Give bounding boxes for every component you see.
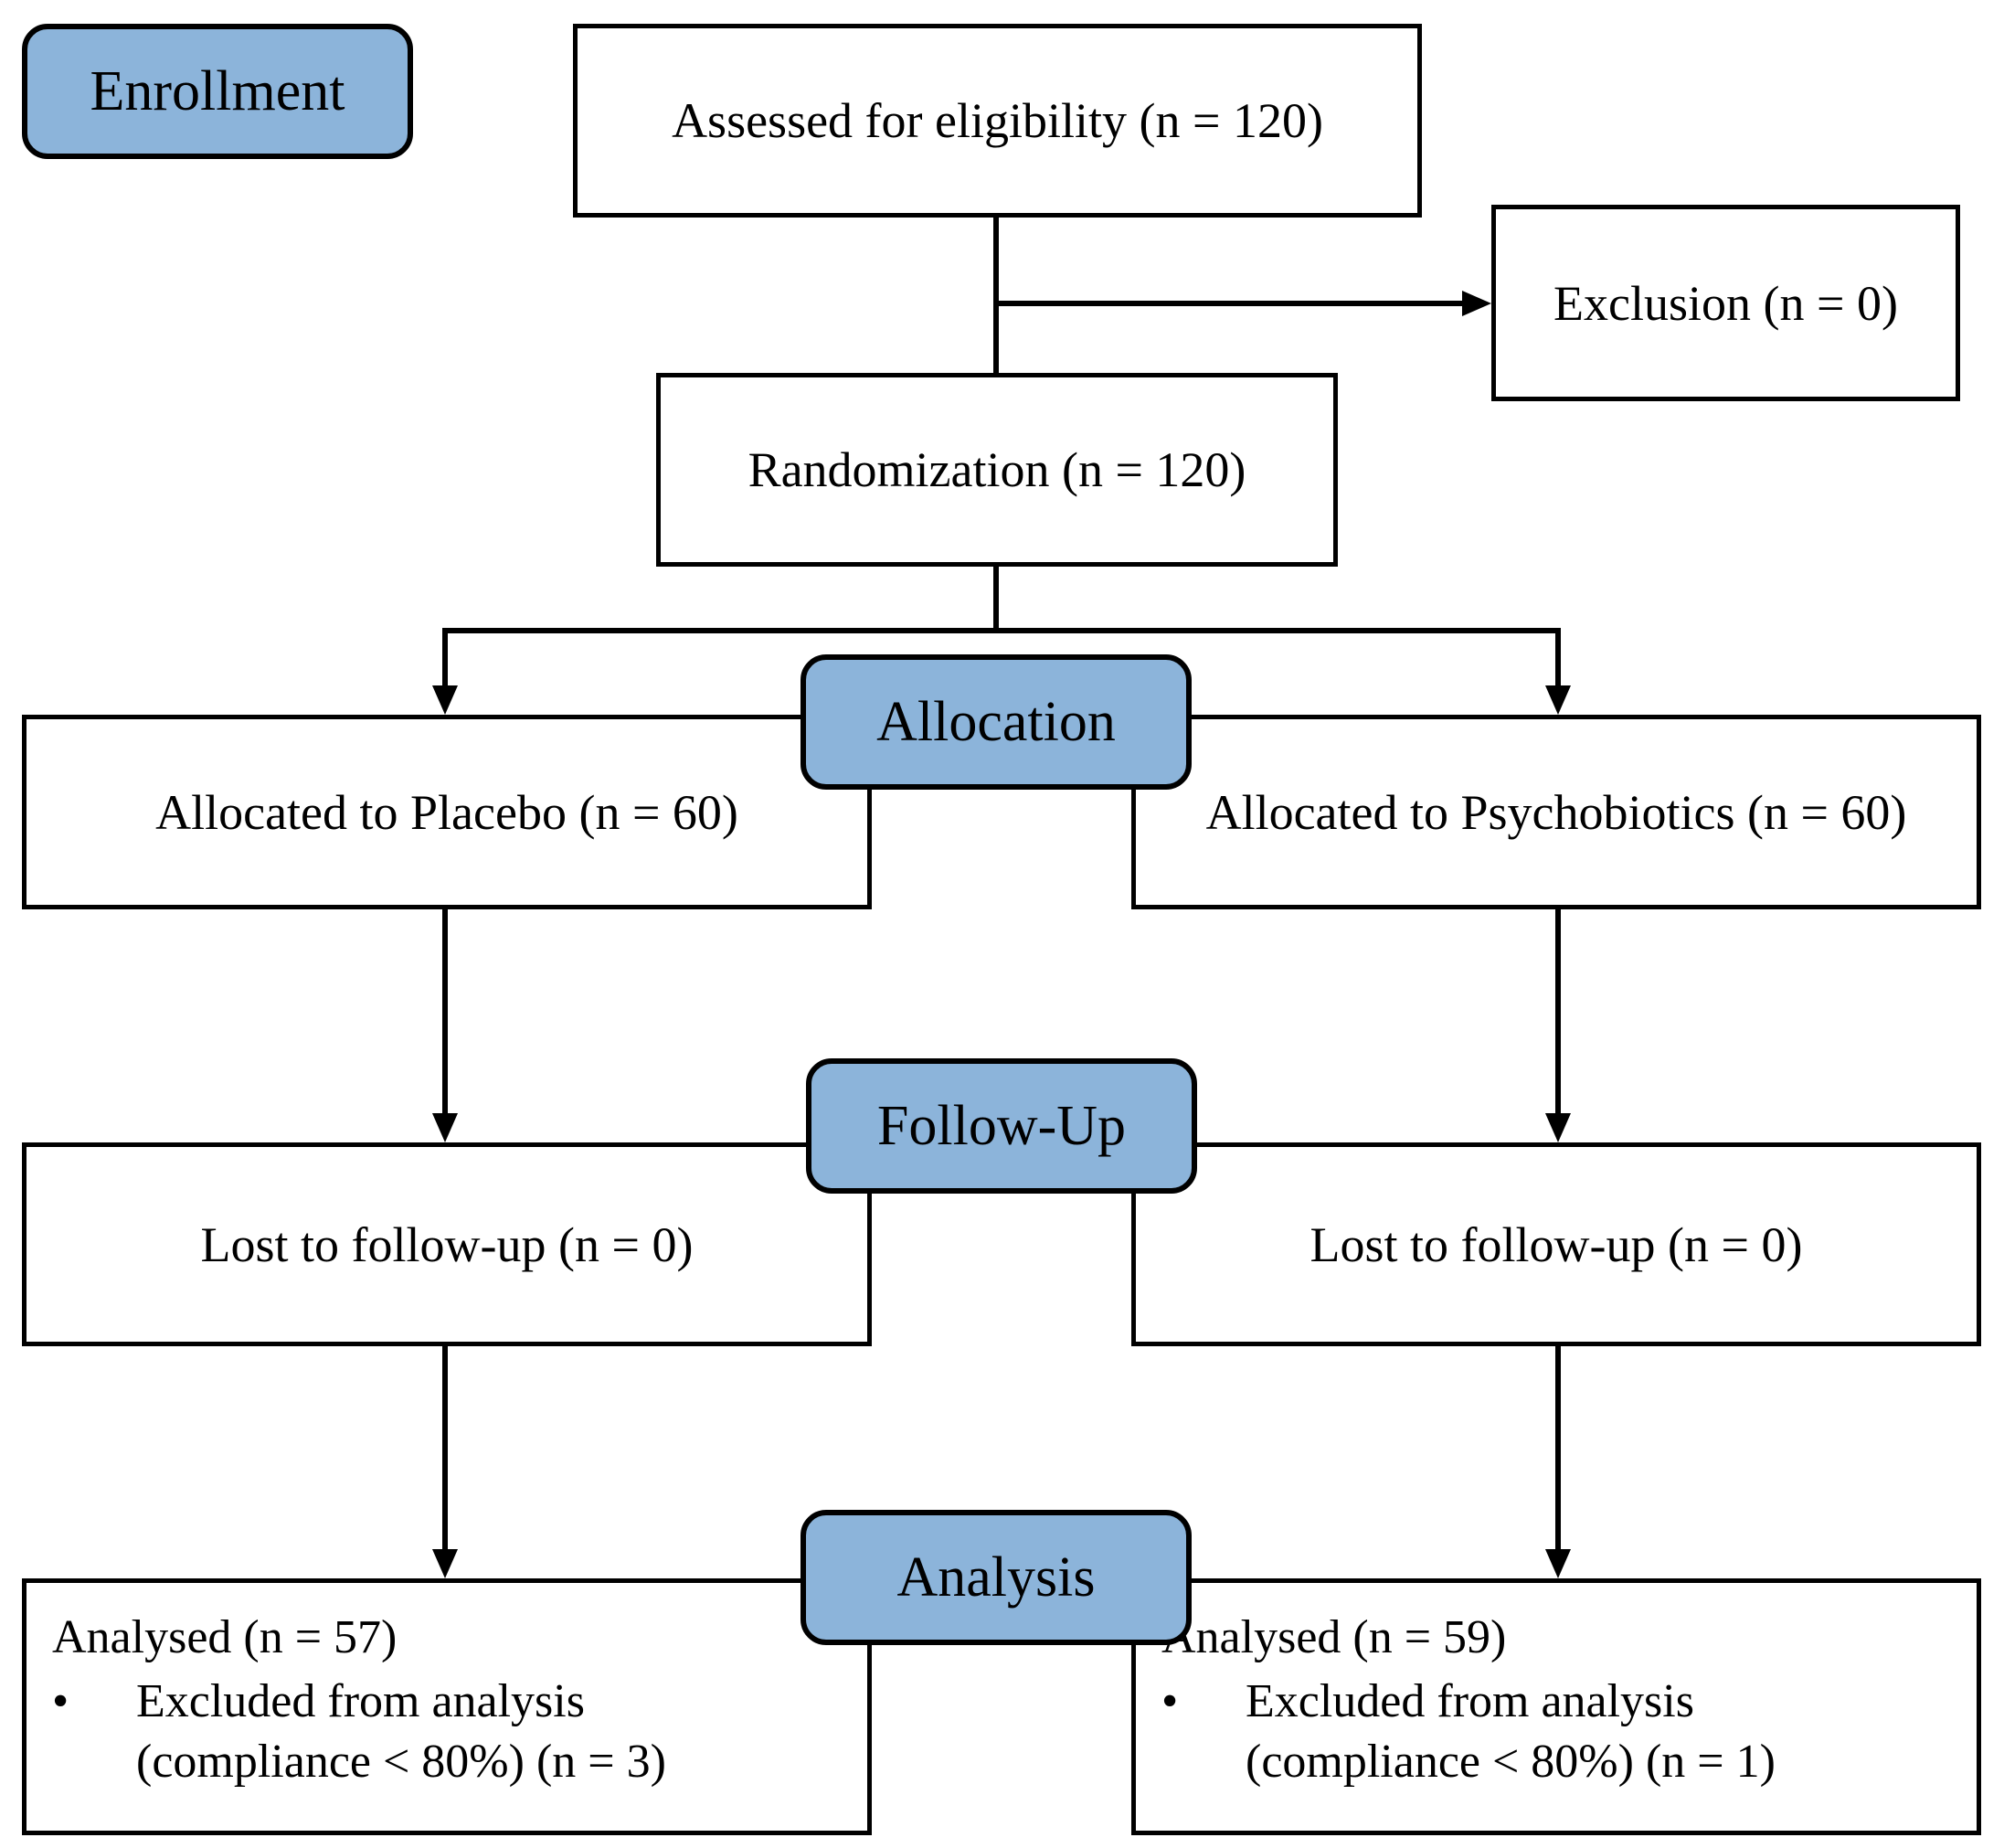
analysis-psychobiotics-box: Analysed (n = 59) • Excluded from analys… bbox=[1131, 1578, 1981, 1835]
analysed-psychobiotics-text: Analysed (n = 59) bbox=[1161, 1611, 1507, 1663]
stage-follow-up-label: Follow-Up bbox=[876, 1094, 1127, 1157]
right-followup-arrowhead bbox=[1545, 1113, 1571, 1142]
stage-enrollment-label: Enrollment bbox=[90, 59, 345, 122]
allocated-placebo-text: Allocated to Placebo (n = 60) bbox=[155, 784, 738, 840]
exclusion-text: Exclusion (n = 0) bbox=[1553, 275, 1898, 331]
assessed-box: Assessed for eligibility (n = 120) bbox=[573, 24, 1422, 218]
excluded-placebo-line1: Excluded from analysis bbox=[136, 1675, 585, 1727]
left-followup-arrowhead bbox=[432, 1113, 458, 1142]
split-left-arrowhead bbox=[432, 685, 458, 715]
bullet-glyph: • bbox=[52, 1675, 69, 1727]
excluded-psychobiotics-line1: Excluded from analysis bbox=[1246, 1675, 1694, 1727]
stage-follow-up: Follow-Up bbox=[806, 1058, 1197, 1194]
excluded-placebo-line2: (compliance < 80%) (n = 3) bbox=[136, 1736, 666, 1788]
stage-allocation-label: Allocation bbox=[876, 690, 1116, 753]
exclusion-box: Exclusion (n = 0) bbox=[1491, 205, 1960, 401]
bullet-glyph: • bbox=[1161, 1675, 1179, 1727]
split-right-arrowhead bbox=[1545, 685, 1571, 715]
randomization-text: Randomization (n = 120) bbox=[748, 442, 1246, 497]
stage-allocation: Allocation bbox=[801, 654, 1192, 790]
analysis-placebo-box: Analysed (n = 57) • Excluded from analys… bbox=[22, 1578, 872, 1835]
excluded-psychobiotics-line2: (compliance < 80%) (n = 1) bbox=[1246, 1736, 1776, 1788]
exclusion-arrowhead bbox=[1462, 291, 1491, 316]
analysed-placebo-text: Analysed (n = 57) bbox=[52, 1611, 398, 1663]
followup-placebo-text: Lost to follow-up (n = 0) bbox=[200, 1216, 694, 1272]
stage-analysis: Analysis bbox=[801, 1510, 1192, 1645]
followup-psychobiotics-text: Lost to follow-up (n = 0) bbox=[1309, 1216, 1803, 1272]
stage-analysis-label: Analysis bbox=[896, 1545, 1096, 1609]
assessed-text: Assessed for eligibility (n = 120) bbox=[672, 93, 1323, 148]
allocated-psychobiotics-box: Allocated to Psychobiotics (n = 60) bbox=[1131, 715, 1981, 909]
followup-placebo-box: Lost to follow-up (n = 0) bbox=[22, 1142, 872, 1346]
stage-enrollment: Enrollment bbox=[22, 24, 413, 159]
randomization-box: Randomization (n = 120) bbox=[656, 373, 1338, 567]
followup-psychobiotics-box: Lost to follow-up (n = 0) bbox=[1131, 1142, 1981, 1346]
allocated-placebo-box: Allocated to Placebo (n = 60) bbox=[22, 715, 872, 909]
right-analysis-arrowhead bbox=[1545, 1549, 1571, 1578]
allocated-psychobiotics-text: Allocated to Psychobiotics (n = 60) bbox=[1205, 784, 1907, 840]
left-analysis-arrowhead bbox=[432, 1549, 458, 1578]
